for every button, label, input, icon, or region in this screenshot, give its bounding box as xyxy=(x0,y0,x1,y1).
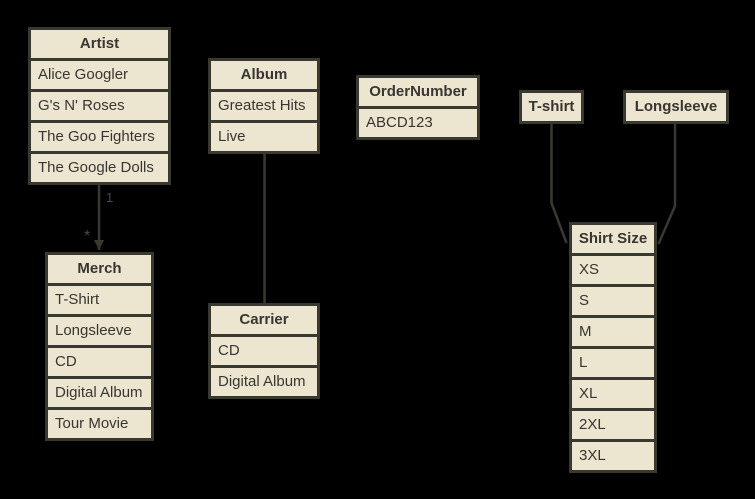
entity-shirt-size-row: XS xyxy=(572,256,654,287)
entity-album-row: Live xyxy=(218,128,246,145)
entity-order-number-row: ABCD123 xyxy=(366,114,433,131)
entity-longsleeve[interactable]: Longsleeve xyxy=(623,90,729,124)
entity-artist-row: The Goo Fighters xyxy=(31,123,168,154)
entity-t-shirt[interactable]: T-shirt xyxy=(519,90,584,124)
entity-longsleeve-title: Longsleeve xyxy=(634,98,718,115)
edge-label-multiplicity-one: 1 xyxy=(106,190,114,205)
entity-shirt-size-row: 3XL xyxy=(579,447,606,464)
entity-carrier-title: Carrier xyxy=(211,306,317,337)
entity-shirt-size-row: L xyxy=(572,349,654,380)
entity-shirt-size-row: S xyxy=(572,287,654,318)
entity-merch-row: Longsleeve xyxy=(48,317,151,348)
entity-shirt-size-row: 2XL xyxy=(572,411,654,442)
entity-artist-title: Artist xyxy=(31,30,168,61)
edge-longsleeve-to-shirt-size xyxy=(657,124,677,245)
entity-merch-row: CD xyxy=(48,348,151,379)
entity-shirt-size-title: Shirt Size xyxy=(572,225,654,256)
entity-carrier-row: CD xyxy=(211,337,317,368)
entity-album-row: Greatest Hits xyxy=(211,92,317,123)
entity-album-title: Album xyxy=(211,61,317,92)
edge-label-multiplicity-many: * xyxy=(84,228,91,245)
entity-carrier-row: Digital Album xyxy=(218,373,306,390)
entity-merch-row: Tour Movie xyxy=(55,415,129,432)
entity-merch-row: Digital Album xyxy=(48,379,151,410)
entity-shirt-size-row: XL xyxy=(572,380,654,411)
entity-merch-row: T-Shirt xyxy=(48,286,151,317)
entity-merch-title: Merch xyxy=(48,255,151,286)
entity-artist-row: The Google Dolls xyxy=(38,159,154,176)
entity-t-shirt-title: T-shirt xyxy=(528,98,575,115)
entity-artist-row: G's N' Roses xyxy=(31,92,168,123)
entity-artist-row: Alice Googler xyxy=(31,61,168,92)
entity-order-number-title: OrderNumber xyxy=(359,78,477,109)
edge-t-shirt-to-shirt-size xyxy=(550,124,568,244)
entity-shirt-size-row: M xyxy=(572,318,654,349)
